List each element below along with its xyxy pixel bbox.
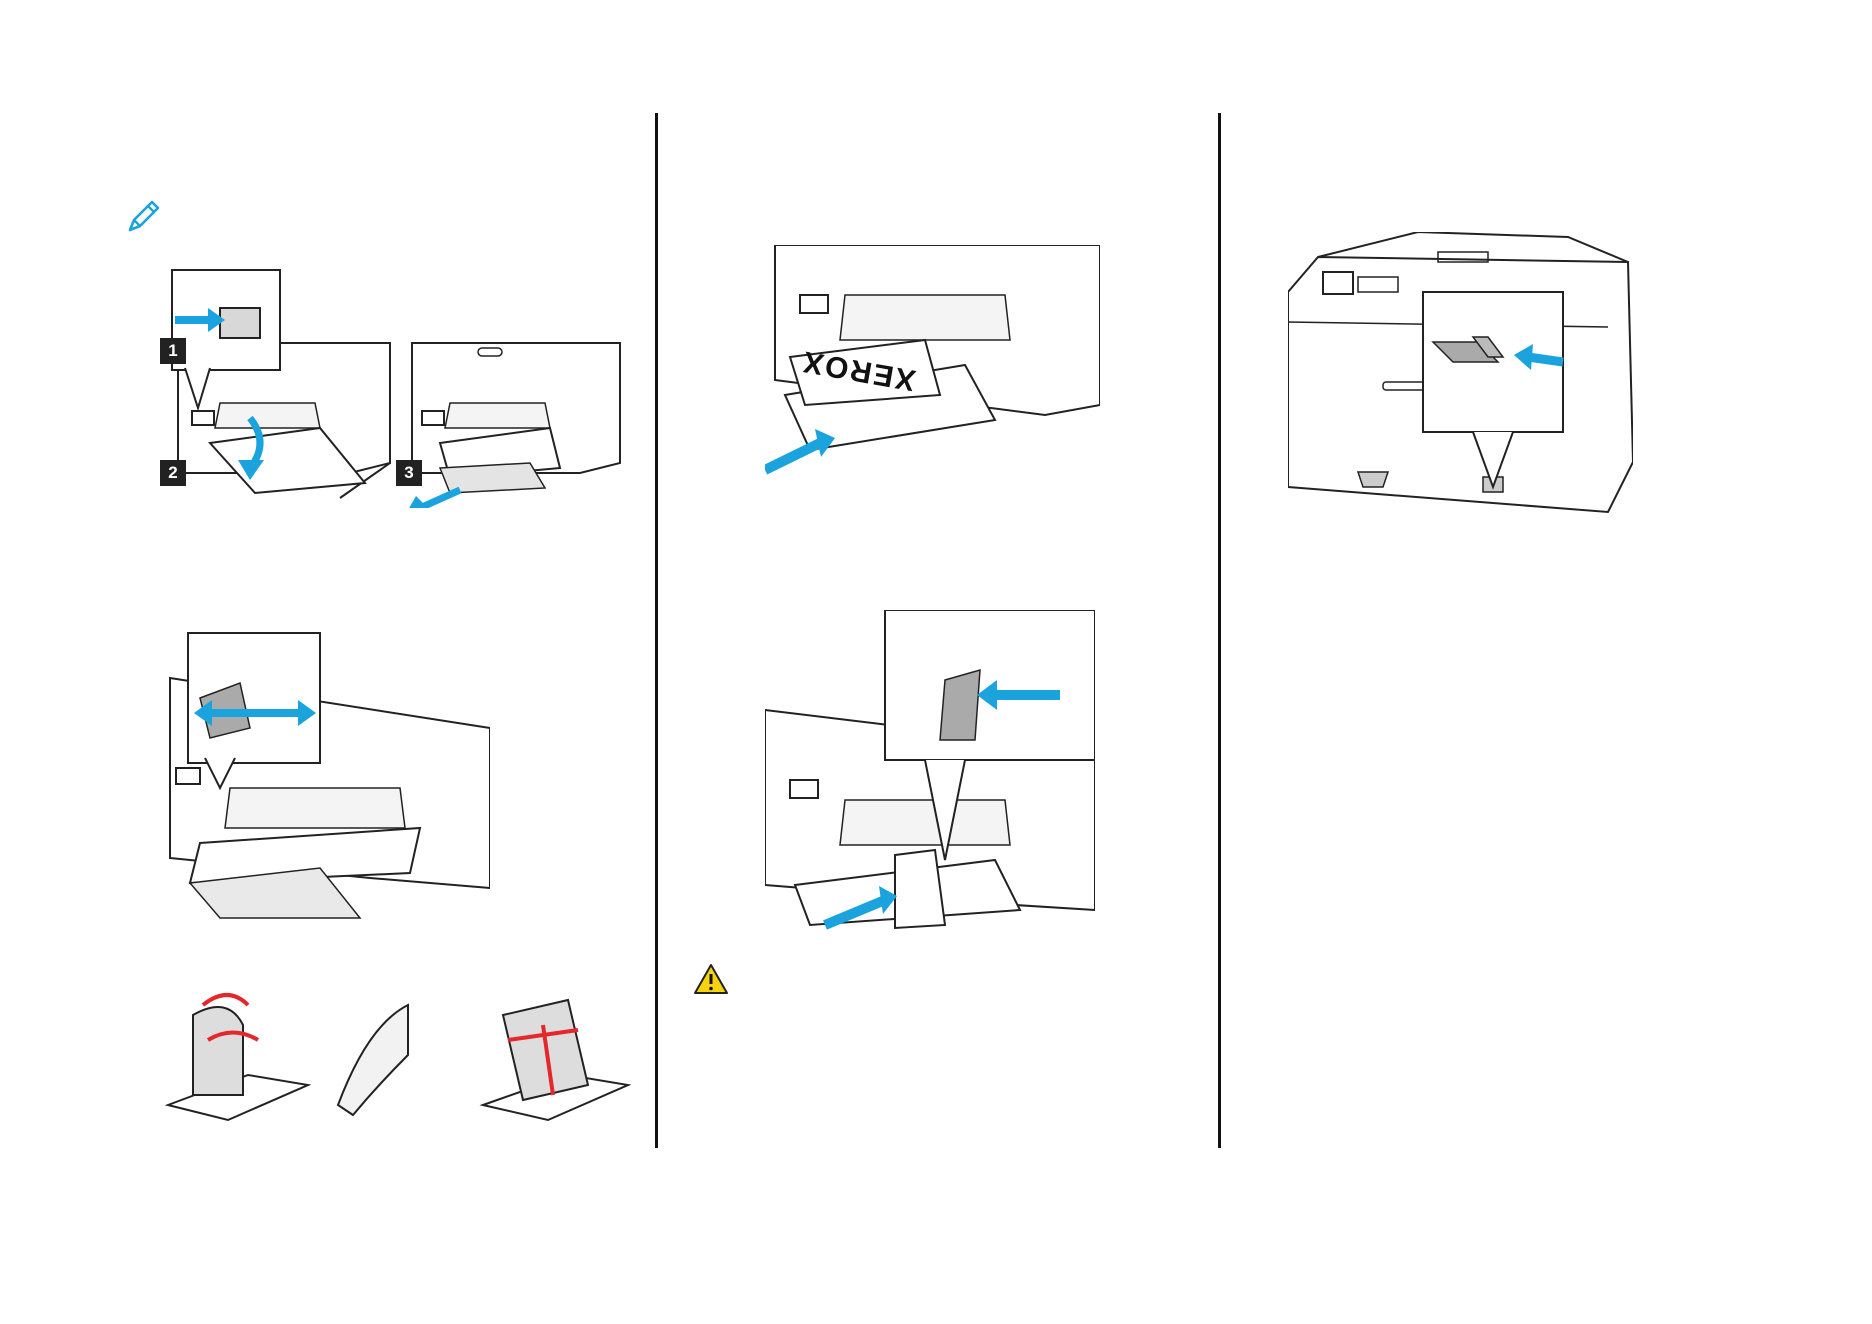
figure-open-multipurpose-feeder: 1 2 3 bbox=[150, 268, 630, 508]
figure-flex-fan-align-paper bbox=[148, 985, 633, 1135]
figure-load-paper: XEROX bbox=[765, 245, 1100, 490]
column-divider-right bbox=[1218, 113, 1221, 1148]
pencil-note-icon bbox=[126, 198, 162, 234]
printer-front-illustration bbox=[1288, 232, 1633, 517]
step-badge-1: 1 bbox=[160, 338, 186, 364]
figure-adjust-guide-to-paper bbox=[765, 610, 1095, 935]
guide-fit-illustration bbox=[765, 610, 1095, 935]
figure-printer-front bbox=[1288, 232, 1633, 517]
step-badge-3: 3 bbox=[396, 460, 422, 486]
paper-fanning-illustration bbox=[148, 985, 633, 1135]
paper-guide-slide-illustration bbox=[160, 628, 490, 923]
step-badge-2: 2 bbox=[160, 460, 186, 486]
warning-triangle-icon bbox=[693, 963, 729, 995]
column-divider-left bbox=[655, 113, 658, 1148]
printer-tray-steps-illustration bbox=[150, 268, 630, 508]
insert-arrow-icon bbox=[765, 245, 1100, 490]
figure-adjust-paper-guide bbox=[160, 628, 490, 923]
